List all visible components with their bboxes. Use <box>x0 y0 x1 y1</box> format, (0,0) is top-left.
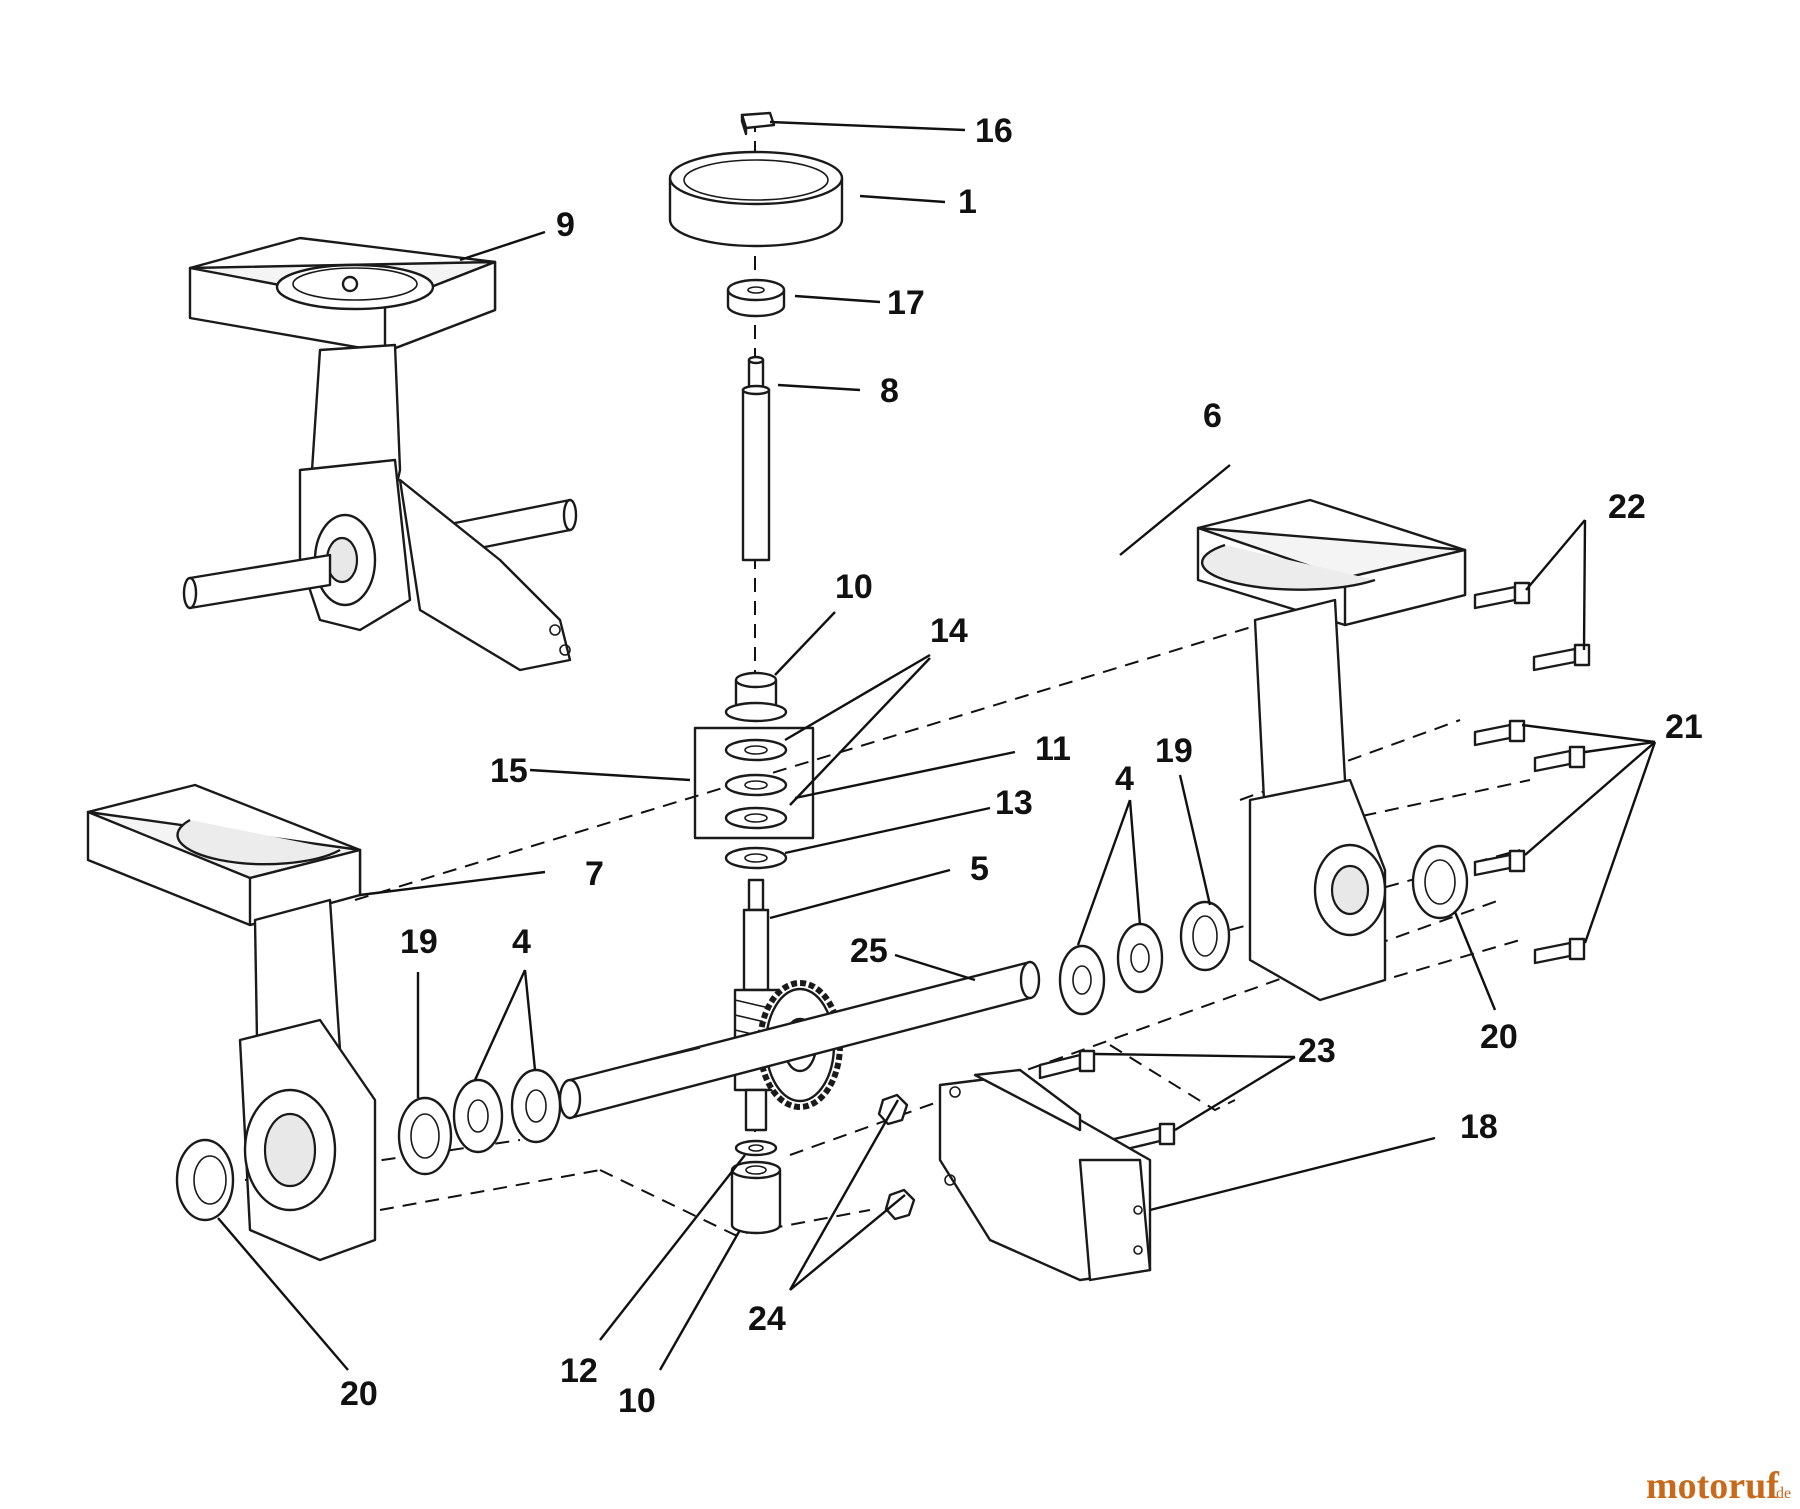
callout-20-left: 20 <box>340 1375 378 1413</box>
callout-labels: 16 1 17 8 9 6 22 21 10 14 15 11 13 5 7 4… <box>340 112 1703 1420</box>
callout-20-right: 20 <box>1480 1018 1518 1056</box>
callout-8: 8 <box>880 372 899 410</box>
callout-10-lower: 10 <box>618 1382 656 1420</box>
part-4-left-washers <box>452 1068 562 1154</box>
part-22-bolts <box>1473 581 1591 672</box>
part-10-lower-bushing <box>730 1160 782 1235</box>
part-8-shaft <box>741 355 771 562</box>
part-6-right-housing <box>1196 498 1467 1002</box>
callout-18: 18 <box>1460 1108 1498 1146</box>
callout-5: 5 <box>970 850 989 888</box>
callout-6: 6 <box>1203 397 1222 435</box>
part-15-washer-set <box>693 726 815 840</box>
callout-7: 7 <box>585 855 604 893</box>
part-20-right-seal <box>1411 844 1469 920</box>
callout-4-left: 4 <box>512 923 531 961</box>
part-19-left-spacer <box>397 1096 453 1176</box>
watermark-tld-text: .de <box>1772 1485 1791 1502</box>
callout-25: 25 <box>850 932 888 970</box>
callout-13: 13 <box>995 784 1033 822</box>
callout-23: 23 <box>1298 1032 1336 1070</box>
part-7-left-housing <box>86 783 377 1262</box>
callout-15: 15 <box>490 752 528 790</box>
callout-12: 12 <box>560 1352 598 1390</box>
part-24-nuts <box>877 1093 916 1221</box>
callout-19-right: 19 <box>1155 732 1193 770</box>
callout-22: 22 <box>1608 488 1646 526</box>
watermark-main-text: motoruf <box>1646 1465 1780 1507</box>
motoruf-watermark-logo: motoruf .de <box>1646 1465 1791 1507</box>
part-13-washer <box>724 846 788 870</box>
part-12-washer <box>734 1139 778 1157</box>
callout-1: 1 <box>958 183 977 221</box>
callout-11: 11 <box>1035 730 1071 768</box>
callout-21: 21 <box>1665 708 1703 746</box>
callout-10-upper: 10 <box>835 568 873 606</box>
callout-16: 16 <box>975 112 1013 150</box>
part-1-pulley <box>668 150 844 248</box>
part-17-spacer <box>726 278 786 318</box>
part-18-bracket <box>938 1068 1152 1282</box>
callout-19-left: 19 <box>400 923 438 961</box>
callout-4-right: 4 <box>1115 760 1134 798</box>
part-16-nut <box>740 111 776 136</box>
leader-lines <box>217 120 1657 1371</box>
part-25-axle <box>558 960 1041 1120</box>
part-19-right-spacer <box>1179 900 1231 972</box>
part-10-upper-bushing <box>724 671 788 723</box>
callout-17: 17 <box>887 284 925 322</box>
part-20-left-seal <box>175 1138 235 1222</box>
callout-14: 14 <box>930 612 968 650</box>
part-9-transmission-assembly <box>182 236 578 672</box>
callout-24: 24 <box>748 1300 786 1338</box>
part-21-bolts <box>1473 719 1586 965</box>
part-4-right-washers <box>1058 922 1164 1016</box>
callout-9: 9 <box>556 206 575 244</box>
